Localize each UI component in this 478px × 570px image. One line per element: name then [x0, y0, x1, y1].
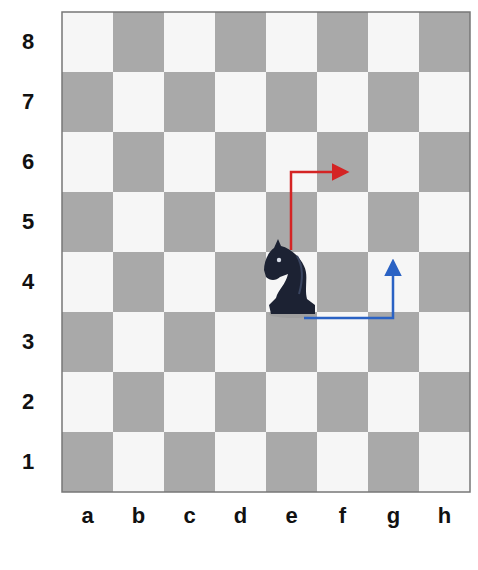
- board-square: [317, 132, 368, 192]
- board-square: [62, 132, 113, 192]
- board-squares: [62, 12, 470, 492]
- board-square: [368, 132, 419, 192]
- board-square: [317, 432, 368, 492]
- rank-label: 7: [22, 91, 34, 113]
- board-square: [266, 12, 317, 72]
- rank-label: 5: [22, 211, 34, 233]
- board-square: [368, 432, 419, 492]
- board-square: [419, 252, 470, 312]
- board-square: [113, 192, 164, 252]
- board-square: [113, 132, 164, 192]
- file-label: c: [183, 505, 195, 527]
- board-square: [62, 432, 113, 492]
- file-label: g: [387, 505, 400, 527]
- board-square: [113, 432, 164, 492]
- file-label: h: [438, 505, 451, 527]
- board-square: [317, 192, 368, 252]
- knight-piece: [264, 239, 317, 318]
- rank-label: 8: [22, 31, 34, 53]
- board-square: [368, 72, 419, 132]
- board-square: [62, 312, 113, 372]
- board-square: [113, 252, 164, 312]
- board-square: [368, 312, 419, 372]
- board-square: [62, 192, 113, 252]
- board-square: [113, 12, 164, 72]
- board-square: [317, 72, 368, 132]
- board-square: [164, 192, 215, 252]
- board-square: [419, 192, 470, 252]
- board-square: [215, 372, 266, 432]
- board-square: [215, 432, 266, 492]
- board-square: [317, 12, 368, 72]
- board-square: [368, 372, 419, 432]
- board-square: [113, 312, 164, 372]
- board-square: [164, 372, 215, 432]
- board-square: [62, 12, 113, 72]
- board-square: [266, 372, 317, 432]
- move-arrow: [304, 262, 393, 318]
- board-square: [164, 132, 215, 192]
- board-square: [215, 12, 266, 72]
- board-square: [215, 72, 266, 132]
- board-square: [368, 192, 419, 252]
- board-square: [215, 312, 266, 372]
- file-label: a: [81, 505, 93, 527]
- board-square: [164, 312, 215, 372]
- board-square: [62, 252, 113, 312]
- board-border: [62, 12, 470, 492]
- rank-label: 4: [22, 271, 34, 293]
- board-square: [164, 72, 215, 132]
- rank-label: 1: [22, 451, 34, 473]
- board-square: [164, 432, 215, 492]
- board-square: [113, 372, 164, 432]
- board-square: [419, 372, 470, 432]
- file-label: d: [234, 505, 247, 527]
- board-square: [113, 72, 164, 132]
- board-square: [215, 252, 266, 312]
- board-square: [419, 72, 470, 132]
- board-square: [215, 132, 266, 192]
- board-square: [317, 372, 368, 432]
- rank-label: 6: [22, 151, 34, 173]
- board-square: [419, 132, 470, 192]
- board-square: [419, 432, 470, 492]
- board-square: [317, 252, 368, 312]
- move-arrow: [291, 172, 346, 250]
- file-label: e: [285, 505, 297, 527]
- rank-label: 3: [22, 331, 34, 353]
- board-square: [62, 372, 113, 432]
- board-square: [164, 12, 215, 72]
- file-label: b: [132, 505, 145, 527]
- board-square: [215, 192, 266, 252]
- board-square: [266, 312, 317, 372]
- board-square: [419, 312, 470, 372]
- rank-label: 2: [22, 391, 34, 413]
- board-square: [368, 12, 419, 72]
- file-label: f: [339, 505, 346, 527]
- board-square: [164, 252, 215, 312]
- board-square: [266, 72, 317, 132]
- board-square: [419, 12, 470, 72]
- board-square: [317, 312, 368, 372]
- board-square: [266, 432, 317, 492]
- board-square: [62, 72, 113, 132]
